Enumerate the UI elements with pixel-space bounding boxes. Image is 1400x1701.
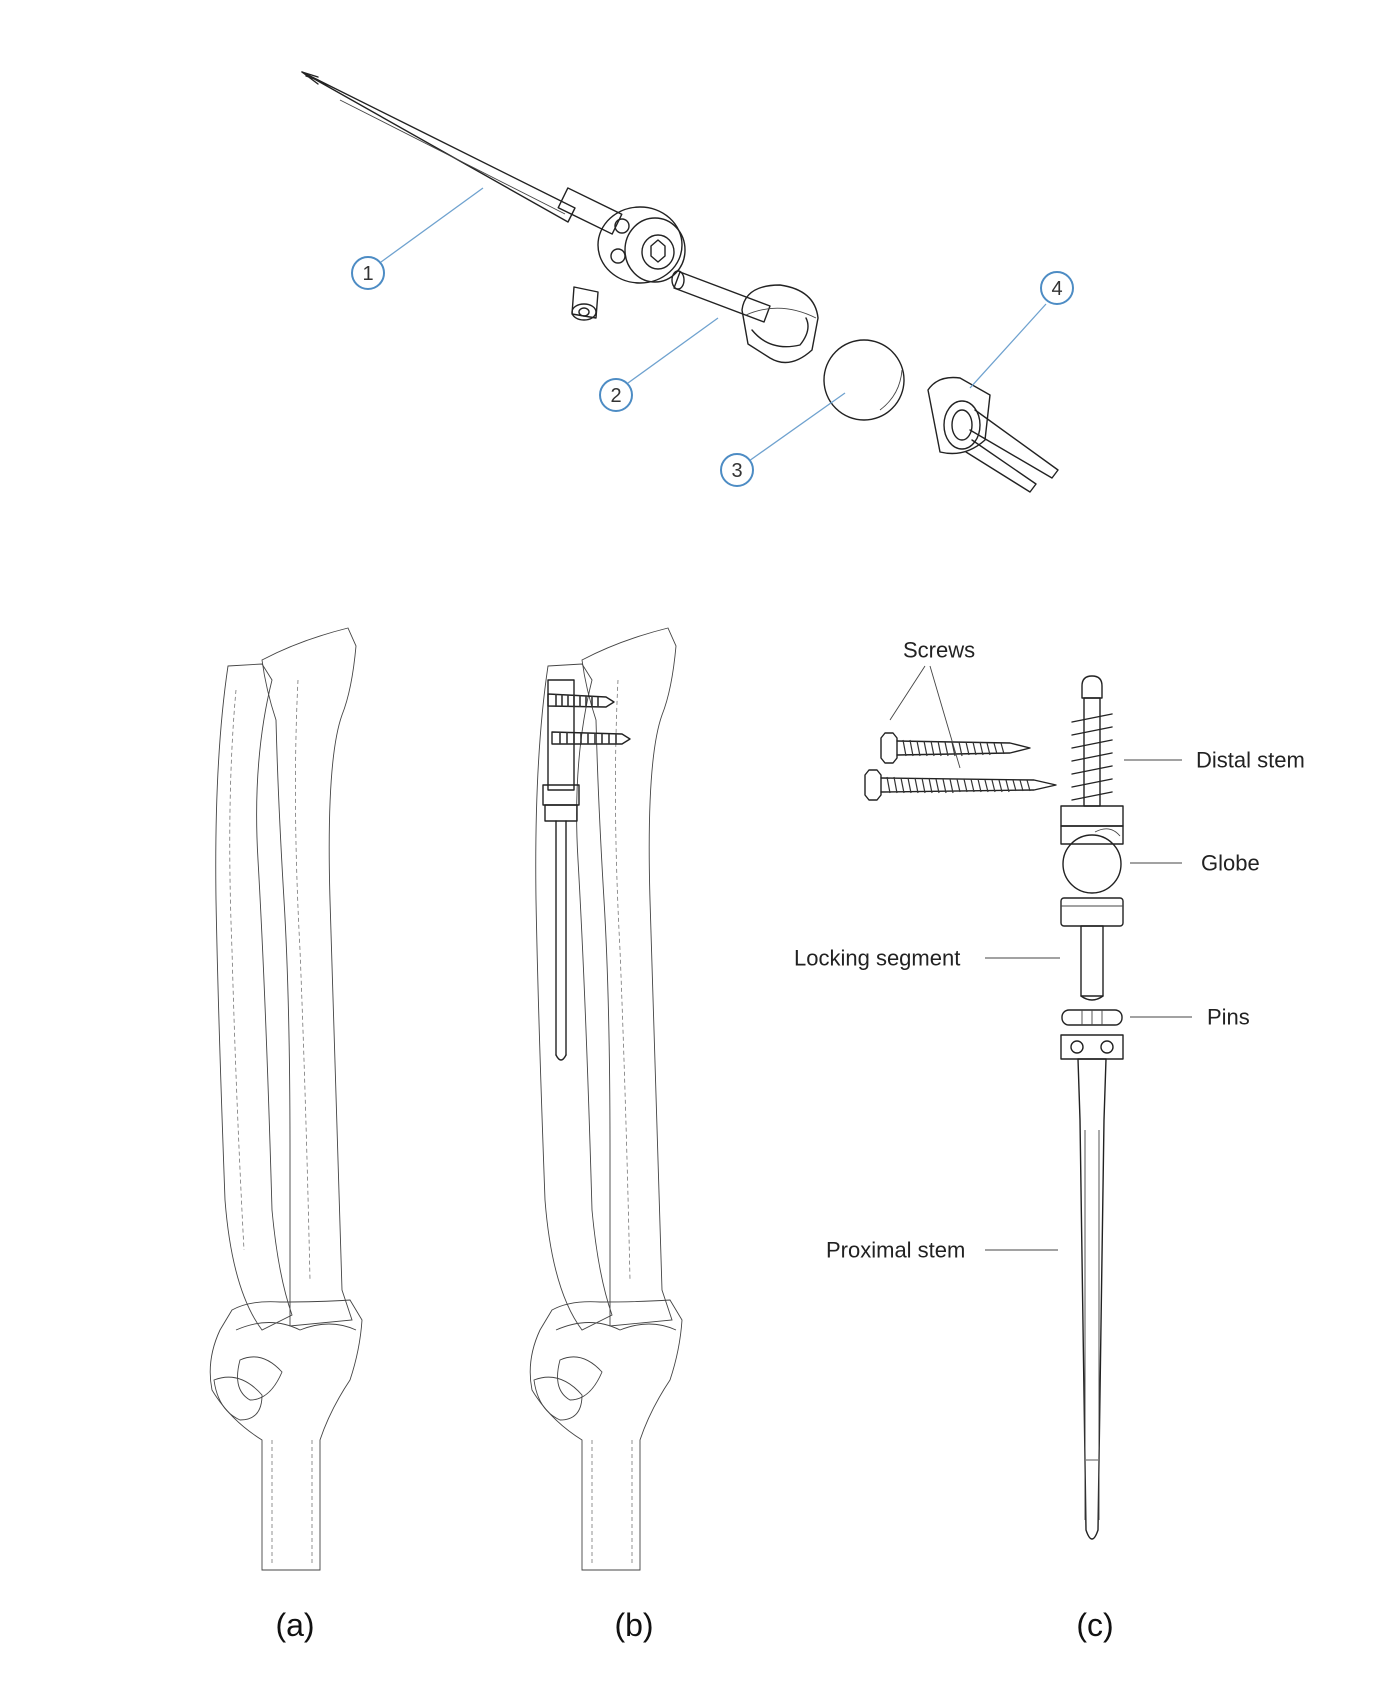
screw-upper-b: [547, 693, 615, 708]
callout-1-number: 1: [362, 263, 373, 285]
forearm-bones-a: [209, 627, 363, 1571]
label-proximal-stem: Proximal stem: [826, 1238, 965, 1263]
locking-segment-2d: [1060, 897, 1124, 1001]
distal-stem-2d: [1060, 675, 1124, 845]
screw-long: [864, 769, 1057, 801]
set-screw-3d: [571, 286, 599, 321]
label-globe: Globe: [1201, 851, 1260, 876]
callout-2: 2: [599, 378, 633, 412]
panel-label-b: (b): [614, 1607, 653, 1643]
label-locking-segment: Locking segment: [794, 946, 960, 971]
panel-label-c: (c): [1076, 1607, 1113, 1643]
panel-label-a: (a): [275, 1607, 314, 1643]
globe-2d: [1062, 834, 1122, 894]
proximal-stem-3d: [301, 71, 686, 284]
proximal-stem-2d: [1060, 1034, 1124, 1540]
globe-3d: [823, 339, 905, 421]
callout-3: 3: [720, 453, 754, 487]
screw-lower-b: [551, 731, 631, 745]
forearm-bones-b: [529, 627, 683, 1571]
label-screws: Screws: [903, 638, 975, 663]
screw-short: [880, 732, 1031, 764]
label-pins: Pins: [1207, 1005, 1250, 1030]
implant-2d: [864, 665, 1192, 1540]
label-distal-stem: Distal stem: [1196, 748, 1305, 773]
distal-stem-3d: [927, 376, 1059, 493]
pins-2d: [1061, 1009, 1123, 1026]
locking-segment-3d: [671, 270, 819, 364]
collar: [597, 206, 686, 284]
exploded-view: 1 2 3 4: [301, 71, 1074, 493]
callout-4: 4: [1040, 271, 1074, 305]
callout-4-number: 4: [1051, 278, 1062, 300]
callout-1: 1: [351, 256, 385, 290]
implant-in-ulna: [542, 679, 631, 1061]
callout-3-number: 3: [731, 460, 742, 482]
callout-2-number: 2: [610, 385, 621, 407]
